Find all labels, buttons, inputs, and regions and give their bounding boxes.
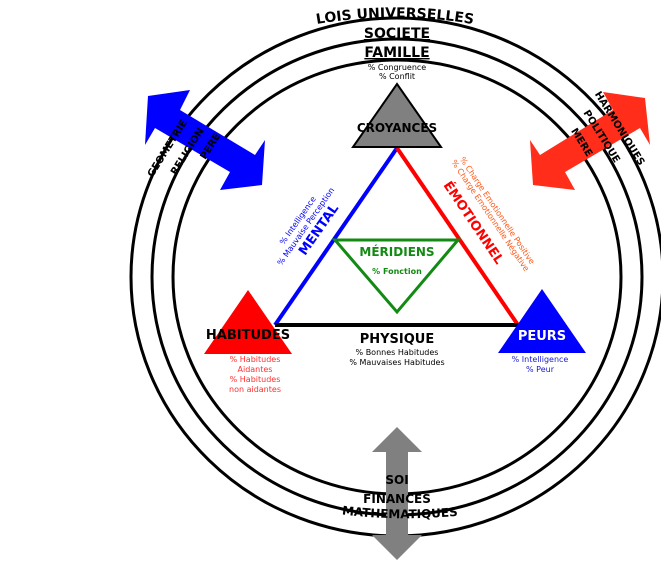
peurs-label: PEURS — [518, 329, 566, 344]
habitudes-metric-1: % Habitudes — [230, 355, 281, 364]
croyances-label: CROYANCES — [357, 121, 437, 135]
physique-metric-bonnes: % Bonnes Habitudes — [356, 348, 439, 357]
peurs-metric-intelligence: % Intelligence — [512, 355, 569, 364]
physique-metric-mauvaises: % Mauvaises Habitudes — [349, 358, 444, 367]
habitudes-metric-4: non aidantes — [229, 385, 281, 394]
habitudes-node — [204, 290, 292, 354]
croyances-node — [351, 82, 443, 148]
ring-label-soi: SOI — [385, 473, 408, 487]
ring-label-societe: SOCIETE — [364, 26, 430, 42]
ring-label-mathematiques: MATHEMATIQUES — [341, 503, 458, 521]
ring-label-finances: FINANCES — [363, 492, 431, 506]
habitudes-metric-3: % Habitudes — [230, 375, 281, 384]
gray-double-arrow — [372, 427, 422, 560]
ring-label-lois-universelles: LOIS UNIVERSELLES — [315, 5, 475, 28]
famille-metric-conflit: % Conflit — [379, 72, 415, 81]
edge-mental — [273, 146, 399, 327]
meridiens-label: MÉRIDIENS — [359, 244, 434, 259]
peurs-metric-peur: % Peur — [526, 365, 555, 374]
meridiens-triangle — [331, 238, 462, 315]
physique-label: PHYSIQUE — [360, 332, 435, 347]
ring-label-famille: FAMILLE — [364, 45, 429, 61]
meridiens-metric: % Fonction — [372, 267, 422, 276]
habitudes-label: HABITUDES — [206, 328, 290, 343]
edge-emotionnel — [395, 146, 520, 327]
red-double-arrow — [530, 92, 650, 190]
famille-metric-congruence: % Congruence — [368, 63, 427, 72]
blue-double-arrow — [145, 90, 265, 190]
habitudes-metric-2: Aidantes — [238, 365, 273, 374]
peurs-node — [498, 289, 586, 353]
